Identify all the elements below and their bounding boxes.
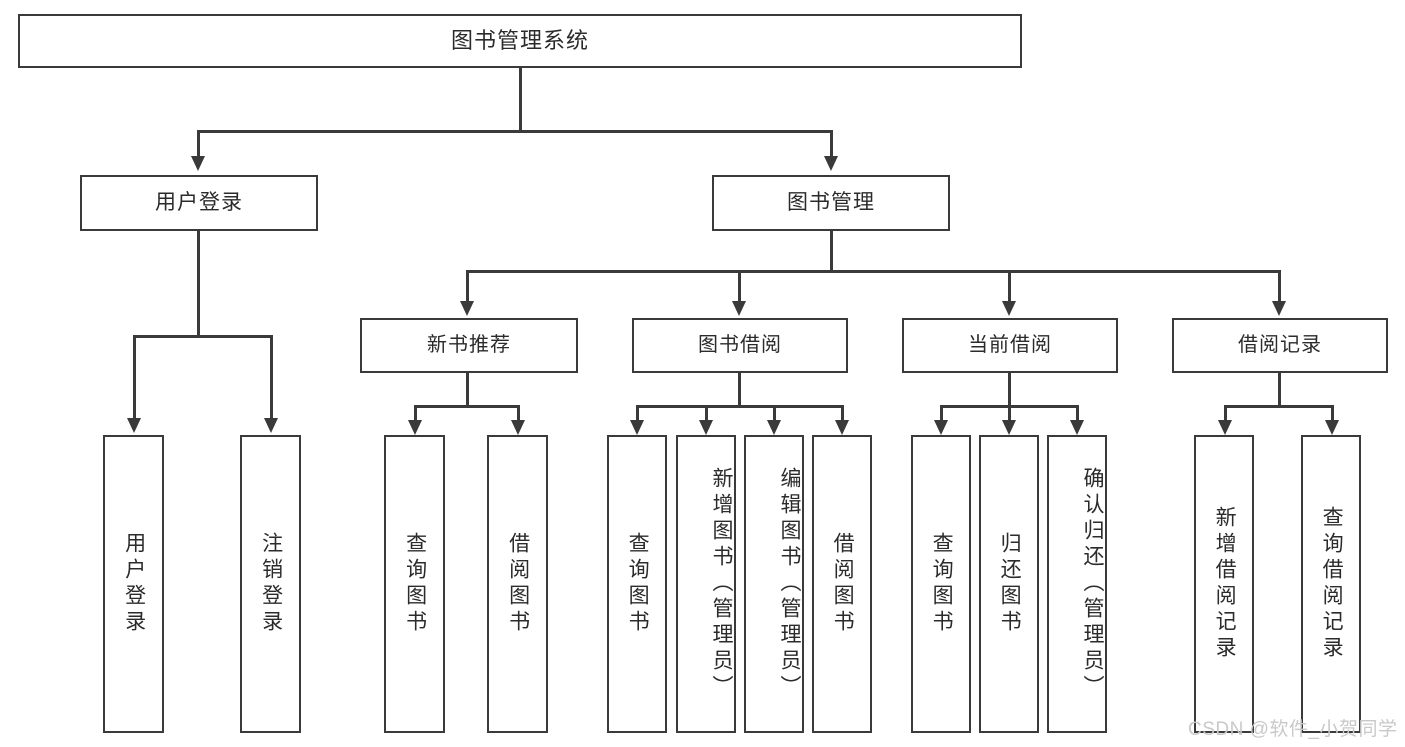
node-label: 当前借阅 [968, 334, 1052, 356]
arrow-to-leaf-add-book [699, 420, 713, 435]
connector-bb-to-leaf-2 [705, 405, 708, 422]
node-label: 查询借阅记录 [1320, 506, 1344, 662]
connector-cb-to-leaf-2 [1008, 405, 1011, 422]
connector-current-borrow-trunk [1008, 373, 1011, 405]
connector-to-current-borrow [1008, 270, 1011, 303]
node-label: 新增借阅记录 [1213, 506, 1237, 662]
connector-level3-bus [466, 270, 1280, 273]
arrow-to-current-borrow [1002, 301, 1016, 316]
connector-borrow-record-trunk [1278, 373, 1281, 405]
node-borrow-record[interactable]: 借阅记录 [1172, 318, 1388, 373]
arrow-to-book-management [824, 156, 838, 171]
node-book-borrow[interactable]: 图书借阅 [632, 318, 848, 373]
connector-bb-to-leaf-3 [773, 405, 776, 422]
arrow-to-user-login [191, 156, 205, 171]
connector-to-new-book-recommend [466, 270, 469, 303]
node-label: 注销登录 [259, 532, 283, 636]
connector-root-to-book-management [830, 130, 833, 158]
connector-cb-to-leaf-1 [940, 405, 943, 422]
arrow-to-leaf-query-book-cb [934, 420, 948, 435]
node-current-borrow[interactable]: 当前借阅 [902, 318, 1118, 373]
connector-nbr-to-leaf-1 [414, 405, 417, 422]
leaf-add-book-admin[interactable]: 新增图书（管理员） [676, 435, 736, 733]
connector-root-to-user-login [197, 130, 200, 158]
arrow-to-leaf-return-book [1002, 420, 1016, 435]
arrow-to-new-book-recommend [460, 301, 474, 316]
connector-user-login-to-leaf-2 [270, 335, 273, 420]
connector-root-bus [197, 130, 832, 133]
node-user-login[interactable]: 用户登录 [80, 175, 318, 231]
connector-cb-to-leaf-3 [1076, 405, 1079, 422]
node-label: 查询图书 [626, 532, 650, 636]
node-label: 借阅记录 [1238, 334, 1322, 356]
arrow-to-leaf-query-book-bb [630, 420, 644, 435]
connector-book-borrow-bus [636, 405, 844, 408]
node-label: 借阅图书 [506, 532, 530, 636]
connector-nbr-to-leaf-2 [517, 405, 520, 422]
watermark-csdn: CSDN @软件_小贺同学 [1188, 719, 1398, 740]
arrow-to-leaf-edit-book [767, 420, 781, 435]
connector-to-borrow-record [1278, 270, 1281, 303]
connector-br-to-leaf-2 [1331, 405, 1334, 422]
arrow-to-borrow-record [1272, 301, 1286, 316]
arrow-to-leaf-logout [264, 418, 278, 433]
node-label: 确认归还（管理员） [1081, 467, 1104, 701]
node-label: 查询图书 [403, 532, 427, 636]
node-new-book-recommend[interactable]: 新书推荐 [360, 318, 578, 373]
connector-new-book-recommend-bus [414, 405, 520, 408]
node-label: 图书管理系统 [450, 28, 589, 54]
node-root-book-management-system[interactable]: 图书管理系统 [18, 14, 1022, 68]
connector-user-login-bus [133, 335, 273, 338]
node-label: 图书借阅 [698, 334, 782, 356]
arrow-to-leaf-borrow-book-nbr [511, 420, 525, 435]
leaf-query-book-borrow[interactable]: 查询图书 [607, 435, 667, 733]
leaf-logout[interactable]: 注销登录 [240, 435, 301, 733]
connector-book-management-trunk [830, 231, 833, 270]
leaf-borrow-book-recommend[interactable]: 借阅图书 [487, 435, 548, 733]
connector-br-to-leaf-1 [1224, 405, 1227, 422]
leaf-return-book[interactable]: 归还图书 [979, 435, 1039, 733]
connector-bb-to-leaf-4 [841, 405, 844, 422]
node-label: 新书推荐 [427, 334, 511, 356]
connector-to-book-borrow [738, 270, 741, 303]
connector-bb-to-leaf-1 [636, 405, 639, 422]
arrow-to-leaf-confirm-return [1070, 420, 1084, 435]
connector-root-trunk [519, 68, 522, 130]
arrow-to-leaf-add-record [1218, 420, 1232, 435]
leaf-query-book-current[interactable]: 查询图书 [911, 435, 971, 733]
arrow-to-leaf-query-record [1325, 420, 1339, 435]
leaf-user-login[interactable]: 用户登录 [103, 435, 164, 733]
node-label: 查询图书 [930, 532, 954, 636]
node-label: 新增图书（管理员） [710, 467, 733, 701]
connector-user-login-trunk [197, 231, 200, 335]
node-label: 编辑图书（管理员） [778, 467, 801, 701]
leaf-query-borrow-record[interactable]: 查询借阅记录 [1301, 435, 1361, 733]
arrow-to-leaf-query-book-nbr [408, 420, 422, 435]
node-label: 用户登录 [155, 190, 243, 214]
leaf-edit-book-admin[interactable]: 编辑图书（管理员） [744, 435, 804, 733]
leaf-add-borrow-record[interactable]: 新增借阅记录 [1194, 435, 1254, 733]
connector-user-login-to-leaf-1 [133, 335, 136, 420]
arrow-to-book-borrow [732, 301, 746, 316]
connector-book-borrow-trunk [738, 373, 741, 405]
leaf-confirm-return-admin[interactable]: 确认归还（管理员） [1047, 435, 1107, 733]
node-label: 用户登录 [122, 532, 146, 636]
leaf-borrow-book[interactable]: 借阅图书 [812, 435, 872, 733]
node-label: 归还图书 [998, 532, 1022, 636]
leaf-query-book-recommend[interactable]: 查询图书 [384, 435, 445, 733]
node-label: 图书管理 [787, 190, 875, 214]
node-book-management[interactable]: 图书管理 [712, 175, 950, 231]
node-label: 借阅图书 [831, 532, 855, 636]
arrow-to-leaf-user-login [127, 418, 141, 433]
connector-borrow-record-bus [1224, 405, 1334, 408]
connector-new-book-recommend-trunk [466, 373, 469, 405]
arrow-to-leaf-borrow-book-bb [835, 420, 849, 435]
